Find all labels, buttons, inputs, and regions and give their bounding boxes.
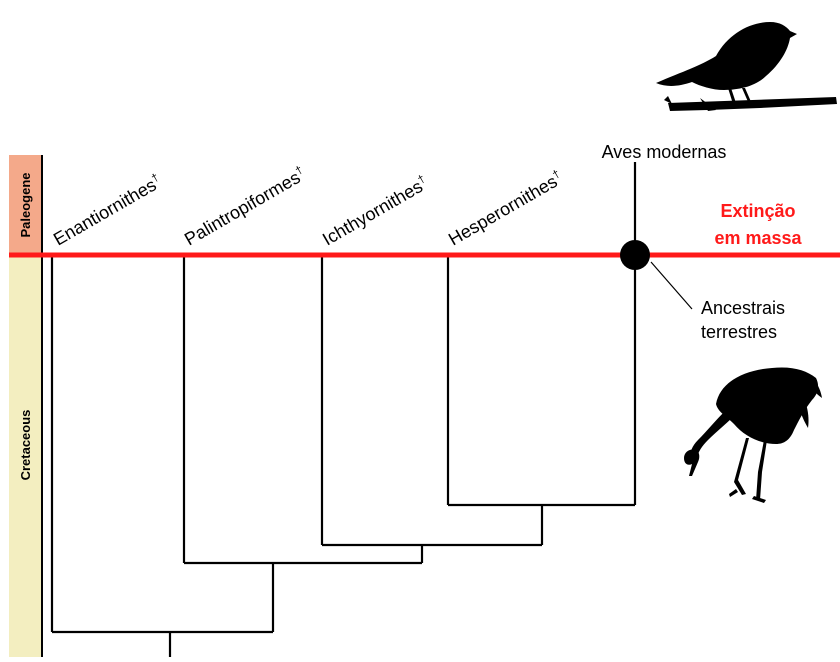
ancestor-label-line2: terrestres [701,322,777,342]
taxon-label-hesperornithes: Hesperornithes† [445,168,566,249]
foraging-crane-icon [684,367,822,503]
cretaceous-band [9,255,42,657]
extinction-label-line2: em massa [714,228,802,248]
taxon-label-ichthyornithes: Ichthyornithes† [319,173,431,249]
perching-songbird-icon [656,22,837,111]
paleogene-band [9,155,42,255]
paleogene-label: Paleogene [18,172,33,237]
cretaceous-label: Cretaceous [18,410,33,481]
phylogenetic-tree [50,162,637,657]
modern-birds-label: Aves modernas [602,142,727,162]
timescale-column: Paleogene Cretaceous [9,155,43,657]
extinction-label-line1: Extinção [720,201,795,221]
ancestor-pointer-line [650,261,693,310]
taxon-label-palintropiformes: Palintropiformes† [181,164,309,249]
ancestor-node [620,240,650,270]
taxon-label-enantiornithes: Enantiornithes† [50,172,165,250]
ancestor-label-line1: Ancestrais [701,298,785,318]
